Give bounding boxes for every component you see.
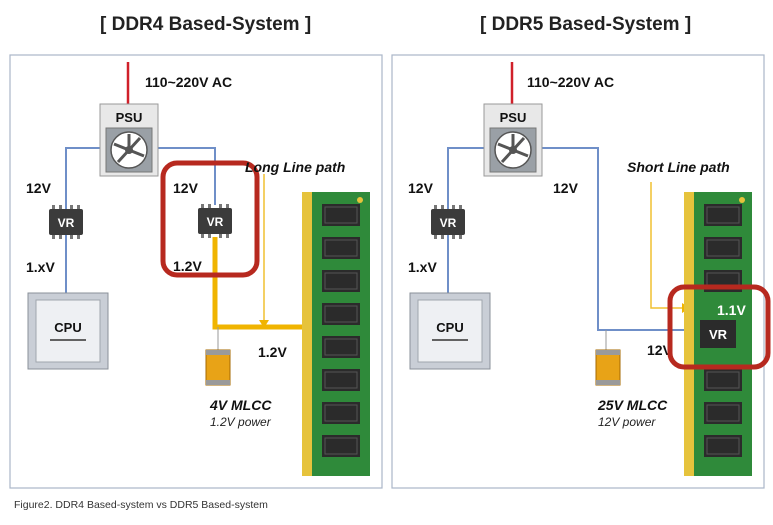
- rail-1v2: [212, 237, 302, 330]
- cpu-chip: CPU: [27, 292, 109, 370]
- figure-caption: Figure2. DDR4 Based-system vs DDR5 Based…: [14, 499, 268, 511]
- v12-mid-label: 12V: [553, 180, 579, 196]
- cpu-chip: CPU: [409, 292, 491, 370]
- mlcc-sub-label: 12V power: [598, 415, 656, 429]
- highlight-vr-ddr5: [667, 284, 771, 370]
- cpu-label: CPU: [436, 320, 463, 335]
- rail-label: 1.2V: [258, 344, 287, 360]
- vr-dimm-label: VR: [709, 327, 728, 342]
- v12-dimm-label: 12V: [647, 342, 673, 358]
- v1v2-out-label: 1.2V: [173, 258, 202, 274]
- wire-psu-vr2: [150, 147, 216, 205]
- wire-psu-vr: [65, 147, 108, 210]
- ddr4-panel: 110~220V AC PSU 12V VR 1.xV CPU: [9, 54, 383, 489]
- v12-vr-label: 12V: [173, 180, 199, 196]
- mlcc-label: 4V MLCC: [209, 397, 272, 413]
- mlcc-label: 25V MLCC: [597, 397, 668, 413]
- v12-left-label: 12V: [408, 180, 434, 196]
- memory-chip: [321, 401, 361, 425]
- v11-label: 1.1V: [717, 302, 746, 318]
- psu-box: PSU: [483, 103, 543, 177]
- mlcc-capacitor: [205, 349, 231, 386]
- memory-chip: [321, 269, 361, 293]
- v12-left-label: 12V: [26, 180, 52, 196]
- ac-label: 110~220V AC: [527, 74, 614, 90]
- memory-chip: [703, 203, 743, 227]
- memory-chip: [321, 203, 361, 227]
- short-path-label: Short Line path: [627, 159, 730, 175]
- memory-chip: [321, 236, 361, 260]
- arrow-head: [259, 320, 269, 328]
- dimm-module: [302, 192, 370, 476]
- memory-chip: [321, 368, 361, 392]
- ddr5-title: [ DDR5 Based-System ]: [480, 14, 692, 35]
- mlcc-sub-label: 1.2V power: [210, 415, 272, 429]
- wire-12v-dimm: [534, 147, 690, 331]
- ddr4-title: [ DDR4 Based-System ]: [100, 14, 312, 35]
- long-path-label: Long Line path: [245, 159, 345, 175]
- v1x-label: 1.xV: [408, 259, 437, 275]
- memory-chip: [703, 236, 743, 260]
- memory-chip: [321, 302, 361, 326]
- memory-chip: [321, 335, 361, 359]
- vr-chip-label: VR: [58, 216, 75, 230]
- vr-chip-label: VR: [440, 216, 457, 230]
- psu-box: PSU: [99, 103, 159, 177]
- vr2-chip-label: VR: [207, 215, 224, 229]
- memory-chip: [703, 368, 743, 392]
- pmic-chip: [700, 320, 736, 348]
- dimm-module: [684, 192, 752, 476]
- highlight-vr-ddr4: [160, 160, 260, 278]
- cpu-label: CPU: [54, 320, 81, 335]
- mlcc-capacitor: [595, 349, 621, 386]
- ddr5-panel: 110~220V AC PSU 12V 12V VR 1.xV CPU Shor…: [391, 54, 771, 489]
- memory-chip: [703, 401, 743, 425]
- memory-chip: [321, 434, 361, 458]
- memory-chip: [703, 434, 743, 458]
- ac-label: 110~220V AC: [145, 74, 232, 90]
- v1x-label: 1.xV: [26, 259, 55, 275]
- psu-label: PSU: [116, 110, 143, 125]
- psu-label: PSU: [500, 110, 527, 125]
